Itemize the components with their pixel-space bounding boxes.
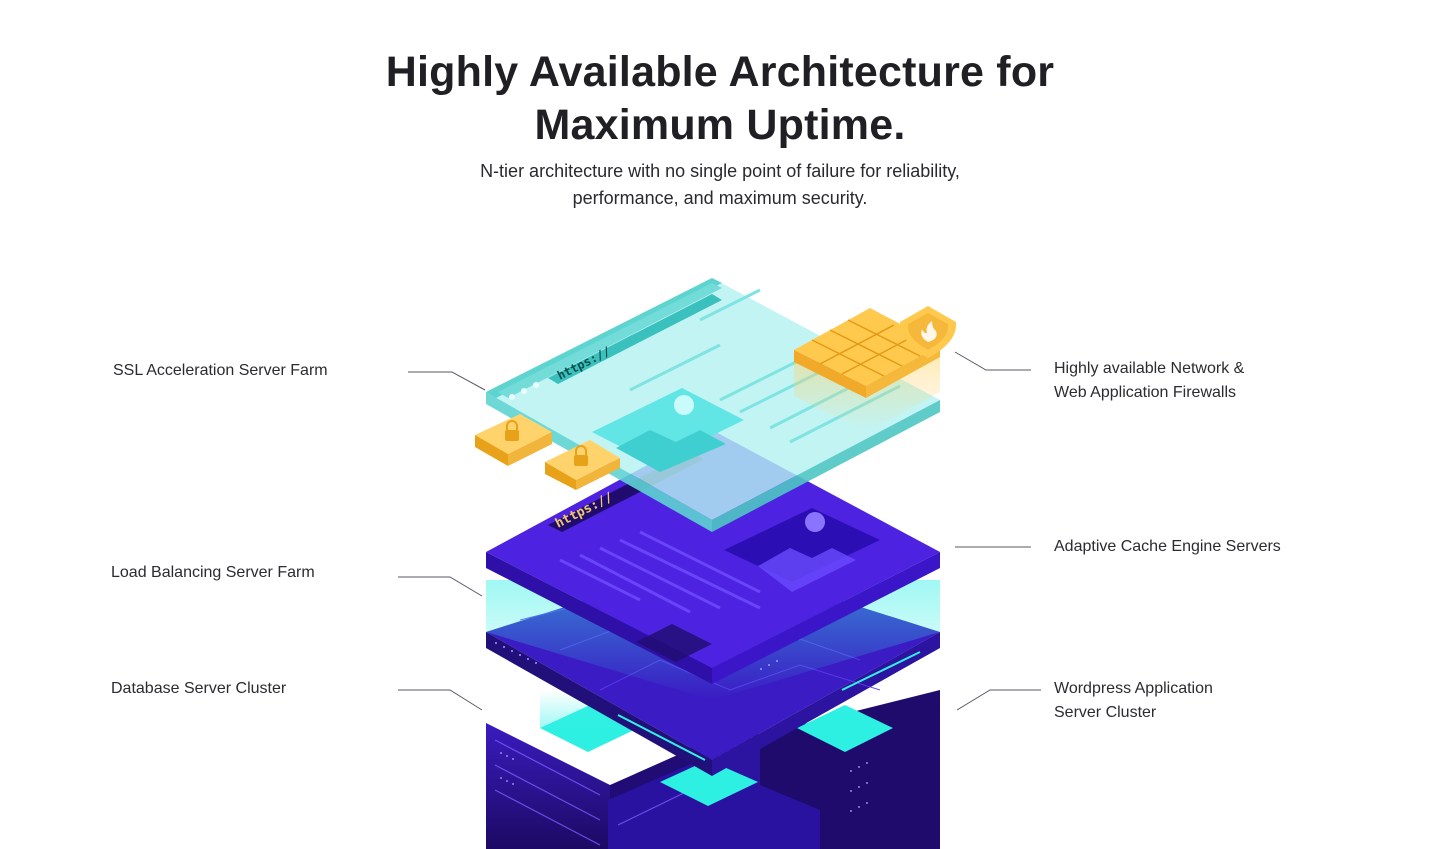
page-title-line-1: Highly Available Architecture for [385,48,1055,96]
connector-wordpress [956,689,1041,711]
label-wordpress-cluster: Wordpress Application Server Cluster [1054,677,1213,725]
label-ssl-acceleration: SSL Acceleration Server Farm [113,362,328,379]
page-subtitle-line-1: N-tier architecture with no single point… [480,161,960,181]
browser-window-icon: https:// [486,430,940,684]
label-wordpress-line-2: Server Cluster [1054,704,1157,721]
label-wordpress-line-1: Wordpress Application [1054,680,1213,697]
connector-database [398,689,483,711]
padlock-icon [545,440,620,490]
connector-ssl [408,371,486,391]
page-title: Highly Available Architecture for Maximu… [0,46,1440,152]
label-firewalls-line-2: Web Application Firewalls [1054,384,1237,401]
padlock-icon [475,414,552,466]
page-subtitle-line-2: performance, and maximum security. [572,188,868,208]
flame-shield-icon [900,306,957,358]
label-load-balancing: Load Balancing Server Farm [111,564,315,581]
connector-load-balancing [398,576,483,597]
label-firewalls-line-1: Highly available Network & [1054,360,1245,377]
label-cache-engine: Adaptive Cache Engine Servers [1054,538,1281,555]
label-database-cluster: Database Server Cluster [111,680,287,697]
label-firewalls: Highly available Network & Web Applicati… [1054,357,1244,405]
page-title-line-2: Maximum Uptime. [534,101,906,149]
connector-lines [398,351,1041,711]
page-subtitle: N-tier architecture with no single point… [0,158,1440,212]
connector-firewall [954,351,1031,371]
